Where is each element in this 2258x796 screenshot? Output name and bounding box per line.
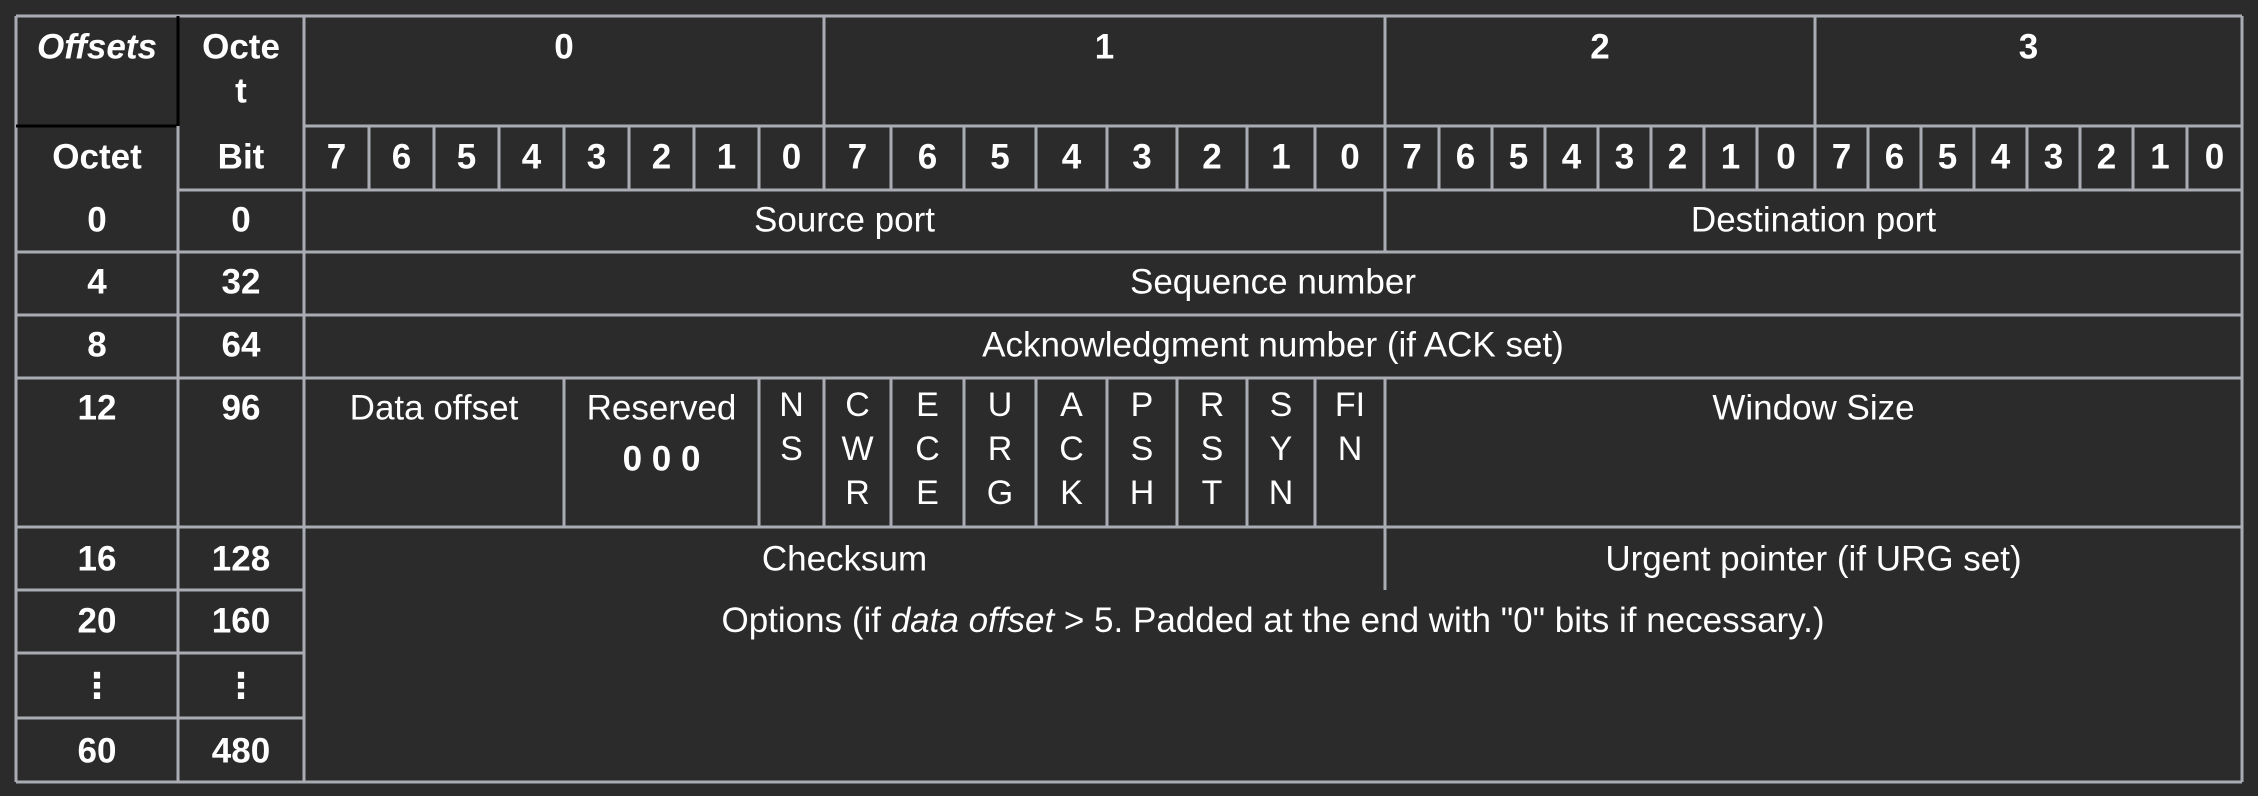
bit-number: 4 bbox=[1562, 137, 1582, 176]
flag-ack: K bbox=[1060, 474, 1083, 512]
acknowledgment-number-field: Acknowledgment number (if ACK set) bbox=[982, 325, 1564, 364]
row-bit-offset: 0 bbox=[231, 200, 250, 239]
bit-number: 2 bbox=[652, 137, 671, 176]
bit-number: 6 bbox=[918, 137, 937, 176]
flag-psh: H bbox=[1130, 474, 1155, 512]
bit-number: 7 bbox=[1832, 137, 1851, 176]
bit-number: 5 bbox=[1938, 137, 1957, 176]
row-octet-offset: 0 bbox=[87, 200, 106, 239]
bit-number: 3 bbox=[1132, 137, 1151, 176]
table-grid bbox=[14, 14, 2244, 784]
octet-header-label: Octe bbox=[202, 27, 280, 66]
bit-number: 2 bbox=[2097, 137, 2116, 176]
flag-fin: FI bbox=[1335, 386, 1365, 424]
bit-number: 7 bbox=[848, 137, 867, 176]
bit-number: 6 bbox=[392, 137, 411, 176]
flag-fin: N bbox=[1338, 430, 1363, 468]
bit-number: 5 bbox=[457, 137, 476, 176]
row-bit-offset: 64 bbox=[222, 325, 261, 364]
flag-cwr: W bbox=[841, 430, 873, 468]
row-octet-offset: 8 bbox=[87, 325, 106, 364]
bit-number: 7 bbox=[1402, 137, 1421, 176]
reserved-bits-value: 0 0 0 bbox=[623, 439, 701, 478]
flag-urg: U bbox=[988, 386, 1013, 424]
bit-number: 1 bbox=[1271, 137, 1290, 176]
flag-rst: T bbox=[1202, 474, 1223, 512]
bit-number: 2 bbox=[1668, 137, 1687, 176]
bit-number: 3 bbox=[1615, 137, 1634, 176]
bit-number: 4 bbox=[522, 137, 542, 176]
bit-number: 5 bbox=[990, 137, 1009, 176]
row-bit-offset: 128 bbox=[212, 539, 270, 578]
bit-number: 0 bbox=[782, 137, 801, 176]
sequence-number-field: Sequence number bbox=[1130, 262, 1416, 301]
octet-number-2: 2 bbox=[1590, 27, 1609, 66]
row-octet-offset: 60 bbox=[78, 731, 117, 770]
row-octet-offset: 4 bbox=[87, 262, 107, 301]
flag-rst: R bbox=[1200, 386, 1225, 424]
row-bit-offset: 480 bbox=[212, 731, 270, 770]
options-field: Options (if data offset > 5. Padded at t… bbox=[721, 601, 1824, 640]
octet-header-label-wrap: t bbox=[235, 71, 247, 110]
flag-cwr: C bbox=[845, 386, 870, 424]
flag-psh: S bbox=[1131, 430, 1154, 468]
row-bit-offset: 160 bbox=[212, 601, 270, 640]
flag-syn: S bbox=[1270, 386, 1293, 424]
row-octet-offset: 20 bbox=[78, 601, 117, 640]
bit-number: 4 bbox=[1062, 137, 1082, 176]
checksum-field: Checksum bbox=[762, 539, 927, 578]
flag-urg: G bbox=[987, 474, 1013, 512]
flag-ns: S bbox=[780, 430, 803, 468]
row-bit-offset: 32 bbox=[222, 262, 261, 301]
bit-number: 0 bbox=[1776, 137, 1795, 176]
bit-number: 3 bbox=[2044, 137, 2063, 176]
bit-number: 2 bbox=[1202, 137, 1221, 176]
flag-urg: R bbox=[988, 430, 1013, 468]
bit-column-label: Bit bbox=[218, 137, 265, 176]
bit-number: 1 bbox=[2150, 137, 2169, 176]
row-bit-offset: ⋮ bbox=[224, 666, 259, 705]
row-octet-offset: 12 bbox=[78, 388, 117, 427]
bit-number: 0 bbox=[2205, 137, 2224, 176]
data-offset-field: Data offset bbox=[350, 388, 519, 427]
bit-number: 7 bbox=[327, 137, 346, 176]
window-size-field: Window Size bbox=[1712, 388, 1914, 427]
bit-number: 1 bbox=[1721, 137, 1740, 176]
row-bit-offset: 96 bbox=[222, 388, 261, 427]
flag-ack: A bbox=[1060, 386, 1083, 424]
bit-number: 6 bbox=[1456, 137, 1475, 176]
urgent-pointer-field: Urgent pointer (if URG set) bbox=[1605, 539, 2021, 578]
flag-ece: E bbox=[916, 474, 939, 512]
flag-rst: S bbox=[1201, 430, 1224, 468]
flag-ece: C bbox=[915, 430, 940, 468]
flag-syn: Y bbox=[1270, 430, 1293, 468]
bit-number: 1 bbox=[717, 137, 736, 176]
source-port-field: Source port bbox=[754, 200, 935, 239]
flag-ece: E bbox=[916, 386, 939, 424]
octet-column-label: Octet bbox=[52, 137, 142, 176]
destination-port-field: Destination port bbox=[1691, 200, 1936, 239]
row-octet-offset: 16 bbox=[78, 539, 117, 578]
bit-number: 5 bbox=[1509, 137, 1528, 176]
bit-number: 0 bbox=[1340, 137, 1359, 176]
bit-number: 3 bbox=[587, 137, 606, 176]
octet-number-3: 3 bbox=[2019, 27, 2038, 66]
bit-number: 6 bbox=[1885, 137, 1904, 176]
flag-syn: N bbox=[1269, 474, 1294, 512]
flag-ack: C bbox=[1059, 430, 1084, 468]
offsets-header-label: Offsets bbox=[37, 27, 157, 66]
octet-number-0: 0 bbox=[554, 27, 573, 66]
flag-cwr: R bbox=[845, 474, 870, 512]
row-octet-offset: ⋮ bbox=[80, 666, 115, 705]
flag-ns: N bbox=[779, 386, 804, 424]
octet-number-1: 1 bbox=[1095, 27, 1114, 66]
flag-psh: P bbox=[1131, 386, 1154, 424]
reserved-field: Reserved bbox=[587, 388, 737, 427]
bit-number: 4 bbox=[1991, 137, 2011, 176]
